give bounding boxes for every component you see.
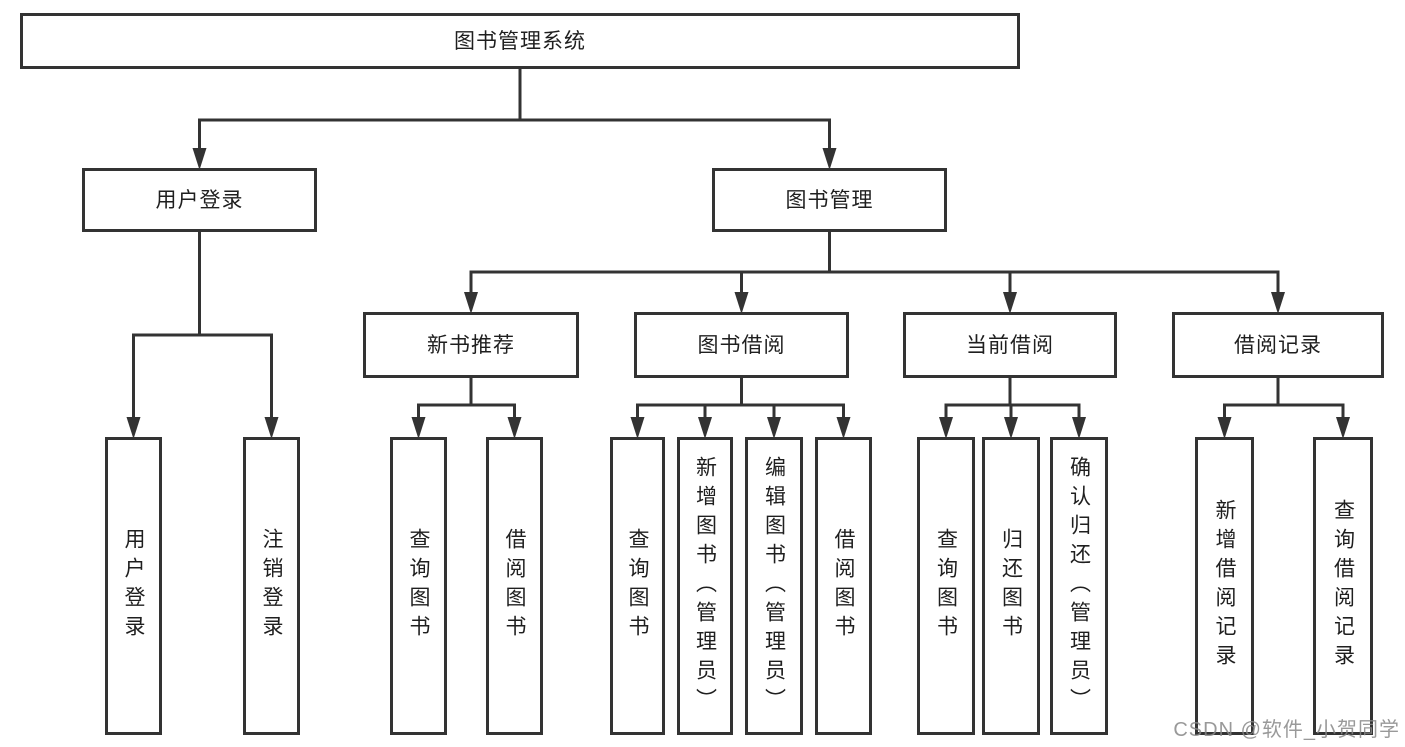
- node-label: 确认归还（管理员）: [1067, 455, 1091, 717]
- node-label: 新书推荐: [427, 333, 515, 357]
- node-bb-add: 新增图书（管理员）: [677, 437, 733, 735]
- node-label: 查询借阅记录: [1331, 499, 1355, 673]
- node-label: 编辑图书（管理员）: [762, 455, 786, 717]
- node-root: 图书管理系统: [20, 13, 1020, 69]
- arrowhead: [1336, 417, 1350, 439]
- node-label: 借阅图书: [832, 528, 855, 644]
- node-label: 新增借阅记录: [1213, 499, 1236, 673]
- arrowhead: [464, 292, 478, 314]
- watermark: CSDN @软件_小贺同学: [1173, 719, 1400, 741]
- node-cb: 当前借阅: [903, 312, 1117, 378]
- arrowhead: [822, 148, 837, 170]
- node-bb-edit: 编辑图书（管理员）: [745, 437, 803, 735]
- node-label: 新增图书（管理员）: [693, 455, 717, 717]
- node-label: 用户登录: [155, 188, 244, 212]
- node-cb-query: 查询图书: [917, 437, 975, 735]
- arrowhead: [126, 417, 141, 439]
- arrowhead: [630, 417, 645, 439]
- arrowhead: [734, 292, 749, 314]
- node-label: 查询图书: [407, 528, 430, 644]
- node-br-add: 新增借阅记录: [1195, 437, 1254, 735]
- arrowhead: [767, 417, 781, 439]
- node-nb: 新书推荐: [363, 312, 579, 378]
- node-ul-login: 用户登录: [105, 437, 162, 735]
- arrowhead: [939, 417, 953, 439]
- node-label: 图书管理系统: [454, 29, 586, 53]
- node-br-query: 查询借阅记录: [1313, 437, 1373, 735]
- arrowhead: [411, 417, 426, 439]
- node-cb-return: 归还图书: [982, 437, 1040, 735]
- node-label: 用户登录: [122, 528, 145, 644]
- node-nb-query: 查询图书: [390, 437, 447, 735]
- node-label: 图书管理: [785, 188, 874, 212]
- arrowhead: [507, 417, 522, 439]
- node-bb: 图书借阅: [634, 312, 849, 378]
- node-nb-borrow: 借阅图书: [486, 437, 543, 735]
- node-bb-query: 查询图书: [610, 437, 665, 735]
- node-label: 图书借阅: [697, 333, 786, 357]
- node-br: 借阅记录: [1172, 312, 1384, 378]
- node-label: 借阅图书: [503, 528, 526, 644]
- arrowhead: [1004, 417, 1018, 439]
- arrowhead: [836, 417, 851, 439]
- node-label: 当前借阅: [966, 333, 1054, 357]
- arrowhead: [698, 417, 712, 439]
- node-label: 查询图书: [934, 528, 958, 644]
- arrowhead: [1271, 292, 1285, 314]
- node-bb-borrow: 借阅图书: [815, 437, 872, 735]
- node-cb-confirm: 确认归还（管理员）: [1050, 437, 1108, 735]
- arrowhead: [1072, 417, 1086, 439]
- node-book-mgmt: 图书管理: [712, 168, 947, 232]
- node-label: 注销登录: [260, 528, 283, 644]
- node-label: 归还图书: [999, 528, 1023, 644]
- arrowhead: [192, 148, 207, 170]
- arrowhead: [1217, 417, 1232, 439]
- node-ul-logout: 注销登录: [243, 437, 300, 735]
- arrowhead: [1003, 292, 1017, 314]
- node-label: 查询图书: [626, 528, 649, 644]
- node-label: 借阅记录: [1234, 333, 1322, 357]
- arrowhead: [264, 417, 279, 439]
- node-user-login: 用户登录: [82, 168, 317, 232]
